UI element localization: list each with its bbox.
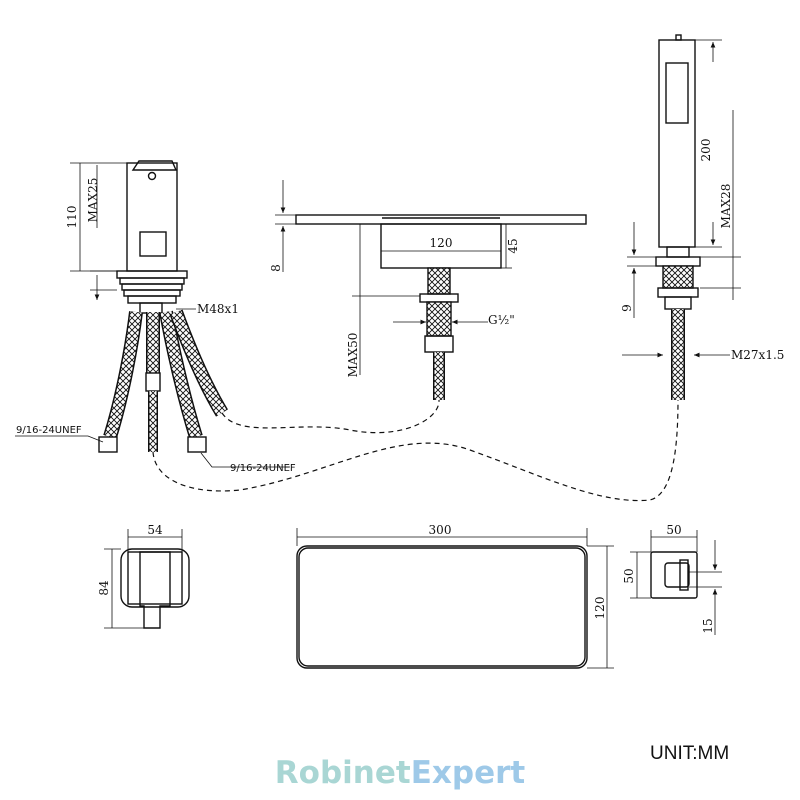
handshower-plan	[650, 551, 698, 599]
dashed-hose-to-handshower	[152, 399, 679, 502]
hose-left-nut	[98, 436, 118, 453]
spout-blade	[295, 214, 587, 225]
label-unef-right: 9/16-24UNEF	[230, 463, 296, 474]
label-120-plate: 120	[593, 597, 607, 620]
mixer-plan	[120, 548, 190, 629]
brand-part2: Expert	[410, 755, 526, 791]
label-50-width: 50	[666, 523, 681, 537]
mixer-cartridge-window	[139, 231, 167, 257]
label-m27: M27x1.5	[731, 348, 784, 362]
spout-nut	[419, 293, 459, 303]
dashed-hose-paths	[152, 399, 679, 502]
brand-logo: RobinetExpert	[0, 755, 800, 791]
spout-elevation	[295, 214, 587, 400]
hose-diverter	[170, 310, 227, 416]
mixer-handle	[131, 160, 178, 171]
label-200: 200	[699, 139, 713, 162]
label-84: 84	[97, 580, 111, 596]
label-max50: MAX50	[346, 333, 360, 378]
hose-right	[160, 311, 202, 439]
handshower-button	[665, 62, 689, 124]
mixer-elevation	[98, 160, 228, 453]
label-45: 45	[506, 238, 520, 253]
hose-right-nut	[187, 436, 207, 453]
hose-middle-nut	[145, 372, 161, 392]
label-9: 9	[620, 304, 634, 312]
label-max25: MAX25	[86, 178, 100, 223]
handshower-body	[658, 39, 696, 248]
dimension-labels: MAX25 110 M48x1 9/16-24UNEF 9/16-24UNEF …	[16, 139, 784, 634]
handshower-holder	[655, 256, 701, 267]
label-300: 300	[429, 523, 452, 537]
label-8: 8	[269, 264, 283, 272]
dimension-lines	[15, 39, 741, 669]
label-max28: MAX28	[719, 184, 733, 229]
label-54: 54	[147, 523, 163, 537]
handshower-nut	[657, 287, 699, 298]
label-unef-left: 9/16-24UNEF	[16, 425, 82, 436]
dashed-hose-to-spout	[221, 399, 440, 434]
handshower-elevation	[655, 34, 701, 400]
spout-thread	[426, 301, 452, 337]
hose-left	[104, 311, 142, 439]
label-m48: M48x1	[197, 302, 239, 316]
brand-part1: Robinet	[274, 755, 411, 791]
unit-label: UNIT:MM	[650, 743, 730, 764]
mixer-plan-handle	[139, 551, 171, 629]
label-15: 15	[701, 618, 715, 633]
label-110: 110	[65, 206, 79, 229]
label-120-spout: 120	[430, 236, 453, 250]
label-g-half: G½"	[488, 313, 515, 327]
mixer-thread	[127, 295, 177, 304]
mixer-flange	[116, 270, 188, 279]
label-50-height: 50	[622, 568, 636, 583]
spout-plan	[296, 545, 588, 669]
